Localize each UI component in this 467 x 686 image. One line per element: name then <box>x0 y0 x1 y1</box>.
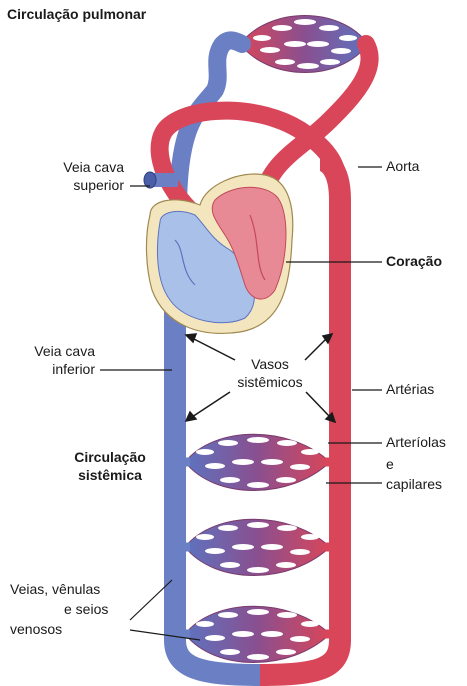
capillary-bed-1 <box>184 433 331 491</box>
label-vena-cava-inferior-2: inferior <box>52 361 95 377</box>
capillary-bed-3 <box>184 605 331 663</box>
label-veins-2: e seios <box>64 601 109 617</box>
superior-vena-cava <box>143 171 178 189</box>
label-arteries: Artérias <box>386 381 435 397</box>
vena-cava-column <box>164 230 261 686</box>
label-veins-3: venosos <box>10 621 63 637</box>
bed-connectors <box>175 457 340 639</box>
label-systemic-circulation-1: Circulação <box>74 449 146 465</box>
label-systemic-vessels-1: Vasos <box>251 356 289 372</box>
title: Circulação pulmonar <box>7 6 147 22</box>
label-vena-cava-superior-2: superior <box>73 177 124 193</box>
heart <box>145 173 294 334</box>
label-systemic-circulation-2: sistêmica <box>78 467 142 483</box>
label-aorta: Aorta <box>386 158 420 174</box>
vessel-arrows <box>184 332 337 424</box>
aorta-column <box>259 200 351 686</box>
label-vena-cava-superior-1: Veia cava <box>63 159 124 175</box>
pulmonary-artery <box>169 31 251 219</box>
label-heart: Coração <box>386 253 443 269</box>
label-veins-1: Veias, vênulas <box>10 581 101 597</box>
label-systemic-vessels-2: sistêmicos <box>237 374 303 390</box>
leader-lines <box>100 166 382 641</box>
pulmonary-capillary-bed <box>239 15 369 73</box>
label-arterioles-2: e <box>386 456 394 472</box>
label-arterioles-1: Arteríolas <box>386 434 446 450</box>
pulmonary-vein <box>253 35 379 209</box>
label-arterioles-3: capilares <box>386 476 443 492</box>
capillary-bed-2 <box>184 518 331 576</box>
label-vena-cava-inferior-1: Veia cava <box>34 343 95 359</box>
